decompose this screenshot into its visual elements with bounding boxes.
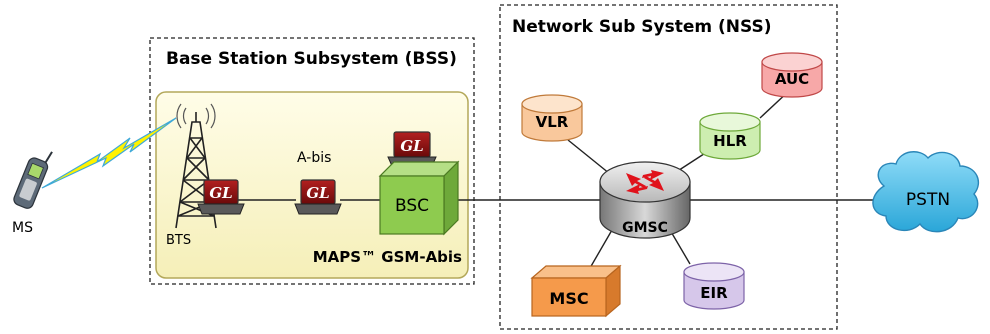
mobile-phone-icon [13, 151, 53, 209]
gmsc-eir-link [669, 229, 691, 265]
nss-region: Network Sub System (NSS) [499, 4, 838, 330]
ms-phone: MS [12, 151, 53, 236]
vlr-database: VLR [521, 94, 583, 142]
pstn-label: PSTN [906, 190, 950, 210]
auc-label: AUC [775, 70, 809, 88]
laptop-bsc: GL [387, 131, 437, 167]
auc-database: AUC [761, 52, 823, 98]
gmsc-label: GMSC [622, 220, 668, 236]
msc-label: MSC [549, 289, 588, 308]
bss-dashed-border [149, 37, 475, 285]
bss-title: Base Station Subsystem (BSS) [166, 49, 457, 69]
router-icon [599, 161, 691, 239]
vlr-label: VLR [536, 113, 569, 131]
eir-database: EIR [683, 262, 745, 310]
gl-logo-badge: GL [400, 137, 423, 155]
nss-dashed-border [499, 4, 838, 330]
laptop-bts: GL [197, 179, 245, 215]
nss-title: Network Sub System (NSS) [512, 17, 772, 37]
ms-label: MS [12, 220, 33, 236]
connections [232, 89, 880, 269]
hlr-label: HLR [713, 132, 747, 150]
gmsc-msc-link [589, 229, 613, 269]
wireless-link-icon [41, 117, 177, 189]
bts-label: BTS [166, 233, 191, 248]
gl-logo-badge: GL [209, 184, 232, 202]
pstn-node: PSTN [872, 151, 979, 233]
gmsc-node: GMSC [599, 161, 691, 239]
abis-label: A-bis [297, 150, 331, 166]
msc-node: MSC [530, 264, 622, 318]
msc-cube-front [531, 277, 607, 317]
eir-label: EIR [700, 284, 728, 302]
bsc-cube-front [379, 175, 445, 235]
bsc-node: BSC [378, 160, 460, 236]
bts-tower: BTS [166, 103, 217, 248]
antenna-tower-icon [175, 103, 217, 229]
product-label: MAPS™ GSM-Abis [313, 248, 462, 266]
hlr-database: HLR [699, 112, 761, 160]
gl-logo-badge: GL [306, 184, 329, 202]
bsc-label: BSC [395, 196, 429, 216]
laptop-abis: GL [294, 179, 342, 215]
msc-cube-top [530, 265, 622, 279]
cloud-icon [872, 151, 979, 233]
